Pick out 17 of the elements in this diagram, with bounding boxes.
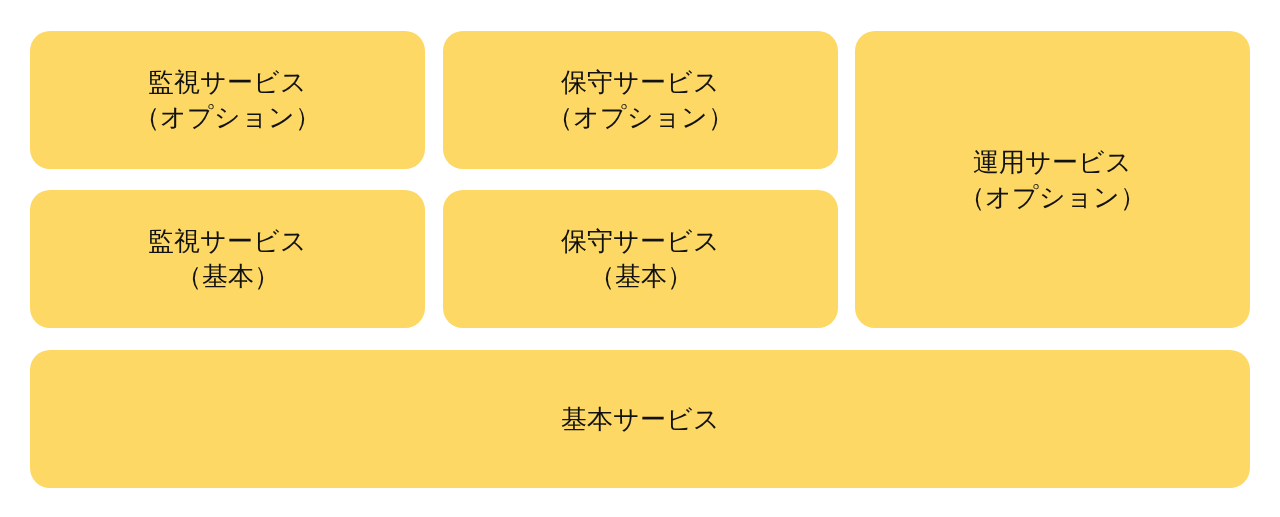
box-label: 監視サービス — [148, 225, 307, 258]
service-box — [443, 190, 838, 328]
box-label: （オプション） — [134, 101, 321, 134]
box-label: （オプション） — [547, 101, 734, 134]
box-label: 基本サービス — [560, 402, 720, 436]
service-box — [855, 31, 1250, 328]
box-label: （オプション） — [959, 180, 1146, 214]
box-label: 運用サービス — [973, 145, 1132, 179]
box-label: 保守サービス — [561, 66, 720, 99]
service-box — [30, 190, 425, 328]
box-label: （基本） — [175, 260, 280, 293]
service-box — [30, 350, 1250, 488]
service-box — [30, 31, 425, 169]
box-label: 保守サービス — [561, 225, 720, 258]
box-label: 監視サービス — [148, 66, 307, 99]
box-label: （基本） — [588, 260, 693, 293]
service-box — [443, 31, 838, 169]
